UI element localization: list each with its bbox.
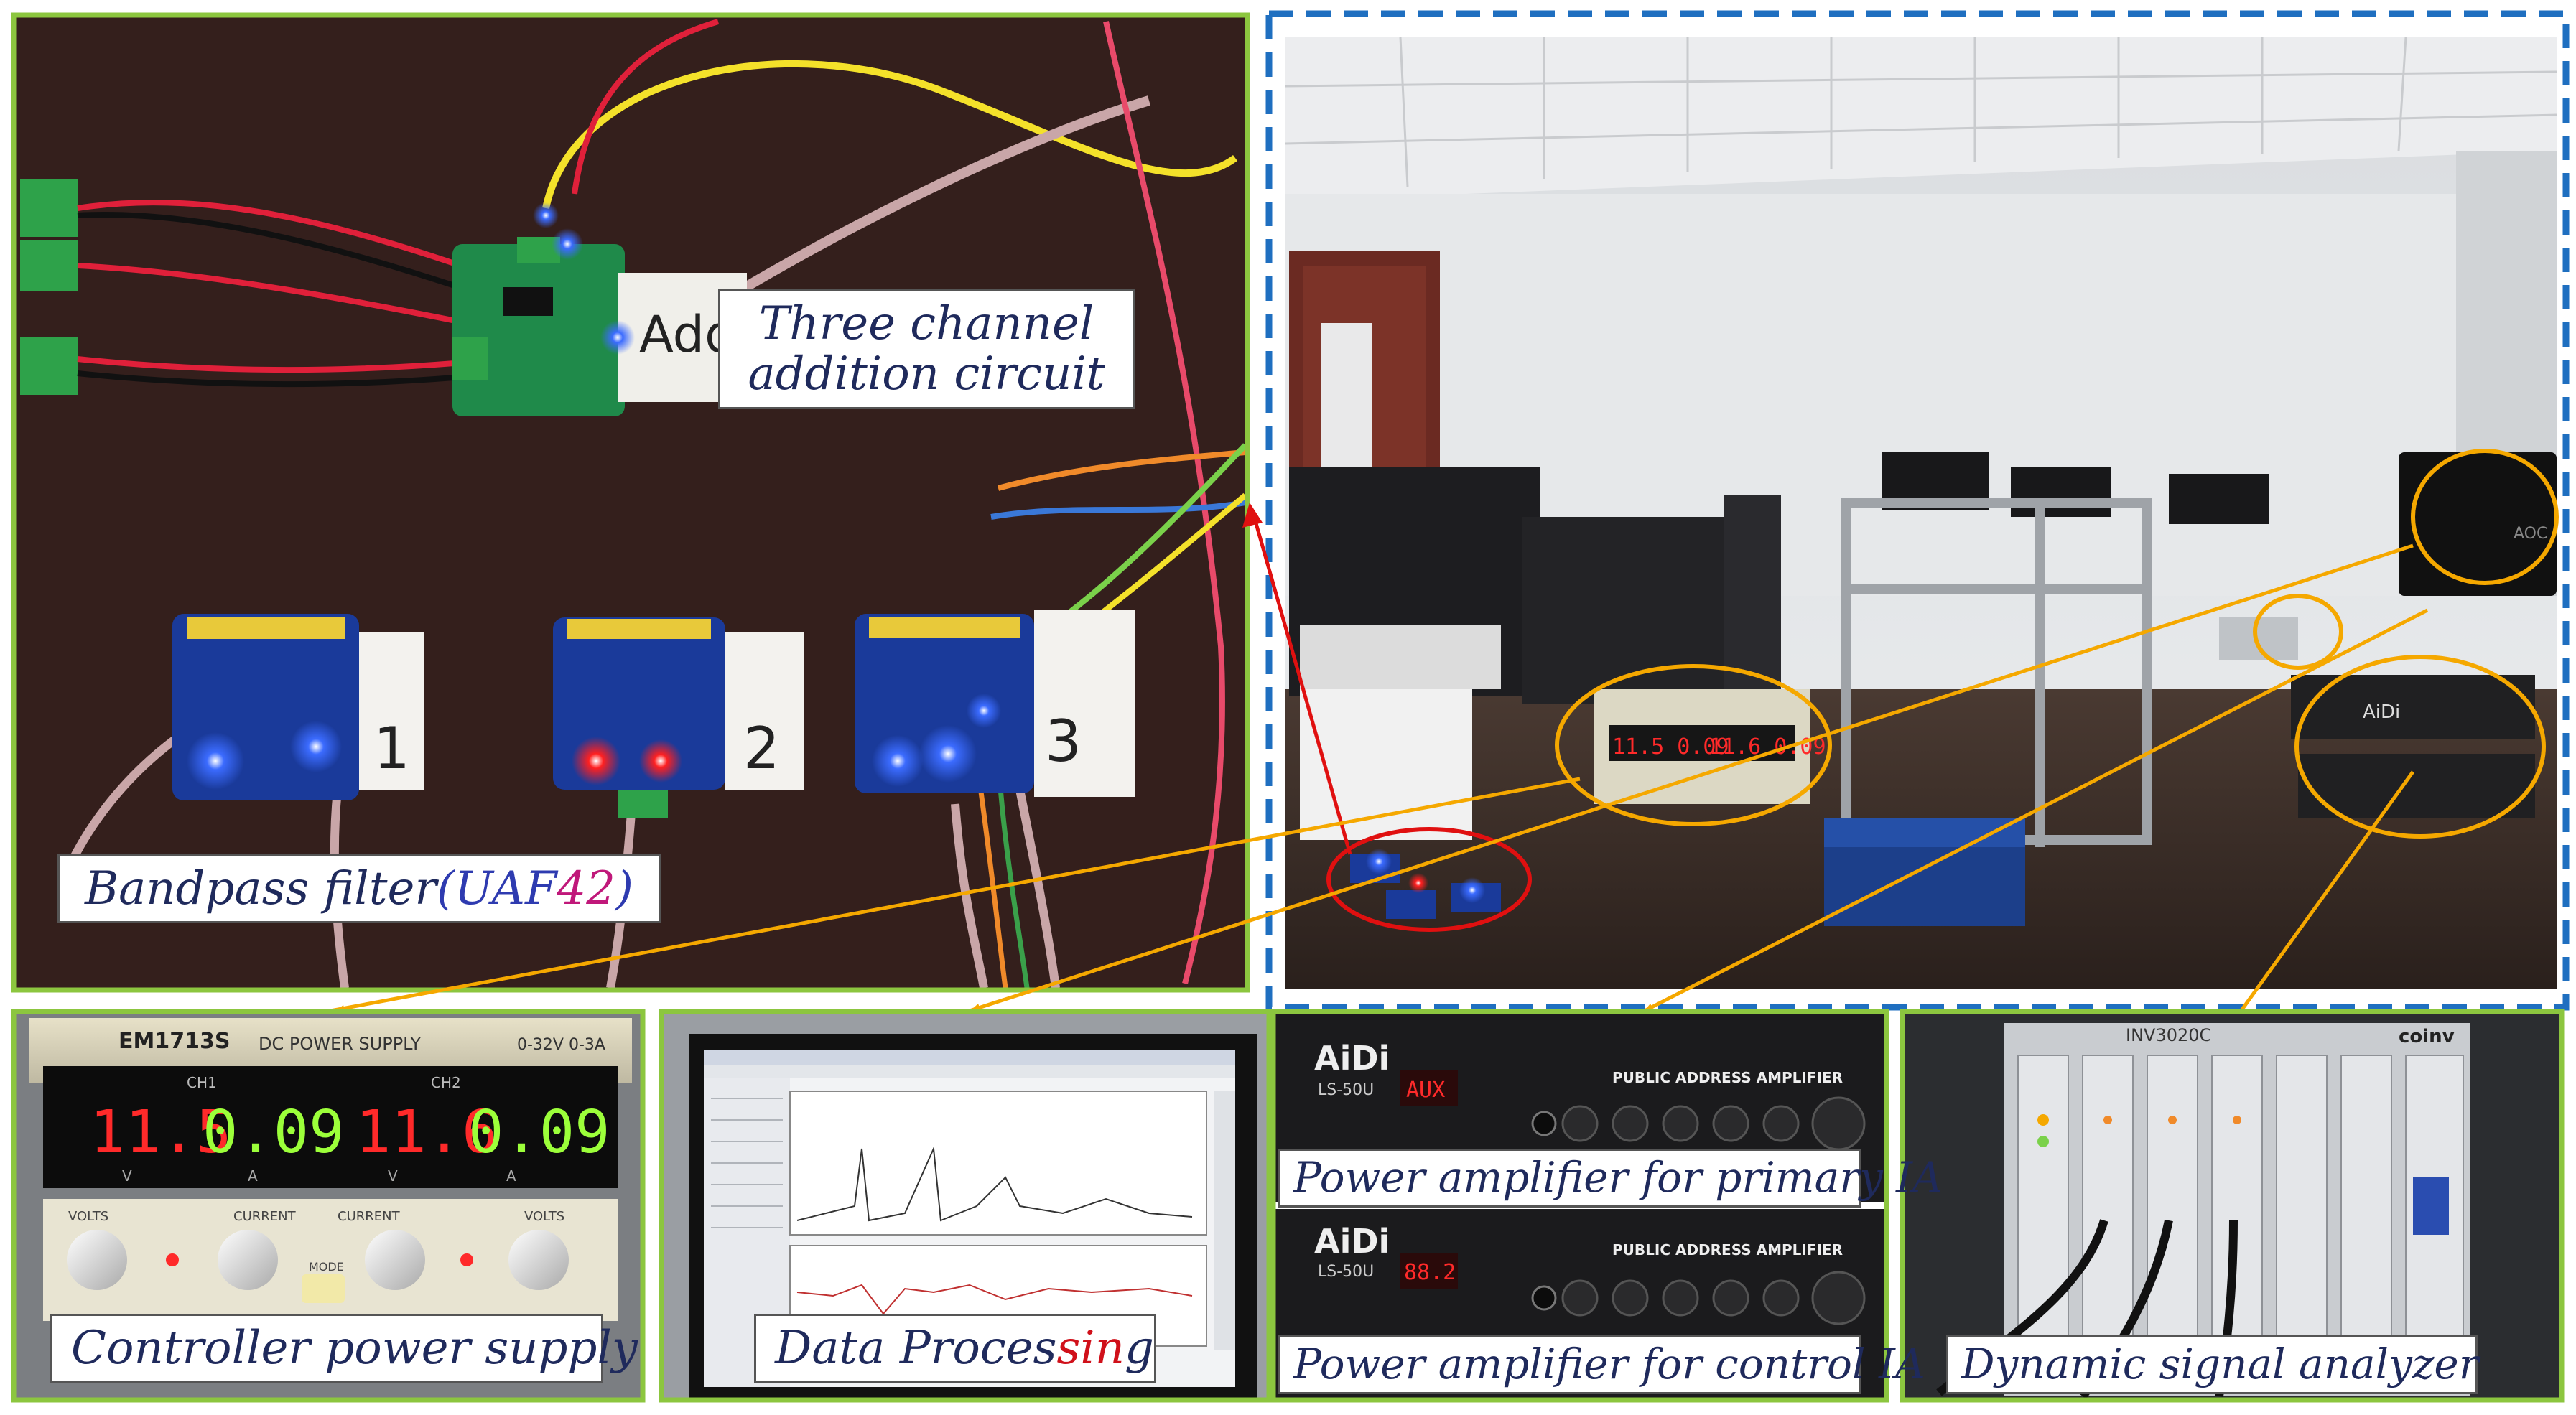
caption-bandpass-uaf: UAF [454, 862, 557, 915]
lab-psu-left-readout: 11.5 0.09 [1612, 734, 1729, 760]
psu-model: EM1713S [118, 1029, 230, 1054]
caption-amp-primary: Power amplifier for primary IA [1278, 1149, 1943, 1208]
caption-amp-control: Power amplifier for control IA [1278, 1335, 1925, 1394]
callout-circle-analyzer [2253, 594, 2343, 670]
psu-ch1-volts: 11.5 [90, 1098, 231, 1167]
amp-primary-brand: AiDi [1314, 1039, 1390, 1078]
psu-range: 0-32V 0-3A [517, 1036, 605, 1054]
callout-circle-psu [1555, 664, 1832, 826]
filter-label-2: 2 [743, 715, 780, 782]
psu-unit-a-1: A [248, 1167, 258, 1185]
psu-ch2-amps: 0.09 [468, 1098, 610, 1167]
orange-leader-lines [330, 543, 2429, 1021]
caption-addition-line2: addition circuit [748, 347, 1105, 401]
caption-data-proc-c: g [1124, 1322, 1154, 1375]
amp-control-display: 88.2 [1404, 1260, 1456, 1285]
amp-control-brand: AiDi [1314, 1222, 1390, 1261]
analyzer-model: INV3020C [2126, 1025, 2211, 1045]
psu-current-label-1: CURRENT [233, 1209, 297, 1224]
caption-data-proc-a: Data Proces [775, 1322, 1057, 1375]
filter-board-1: 1 [172, 614, 424, 800]
callout-circle-boards [1326, 827, 1532, 932]
psu-knob-4 [508, 1230, 569, 1290]
psu-mode-label: MODE [309, 1260, 344, 1274]
psu-ch2-volts: 11.6 [355, 1098, 497, 1167]
lab-amp-brand: AiDi [2363, 701, 2400, 723]
caption-signal-analyzer: Dynamic signal analyzer [1946, 1335, 2478, 1394]
psu-knob-3 [365, 1230, 425, 1290]
callout-circle-amplifiers [2294, 655, 2546, 839]
psu-ch2: CH2 [431, 1074, 461, 1091]
amp-primary-title: PUBLIC ADDRESS AMPLIFIER [1612, 1069, 1843, 1086]
filter-board-3: 3 [855, 610, 1135, 797]
psu-knob-1 [67, 1230, 127, 1290]
psu-unit-v-2: V [388, 1167, 398, 1185]
caption-addition-circuit: Three channel addition circuit [718, 289, 1135, 409]
psu-volts-label-1: VOLTS [68, 1209, 108, 1224]
caption-bandpass-filter: Bandpass filter(UAF42) [57, 854, 661, 924]
caption-bandpass-num: 42 [557, 862, 615, 915]
caption-controller-power: Controller power supply [50, 1314, 638, 1383]
lab-photo-dashed-border [1265, 10, 2570, 1011]
psu-volts-label-2: VOLTS [524, 1209, 564, 1224]
caption-bandpass-prefix: Bandpass filter [85, 862, 437, 915]
lab-photo: AOC 11.5 0.09 11.6 0.09 AiDi [1285, 37, 2557, 989]
psu-unit-a-2: A [506, 1167, 516, 1185]
psu-title: DC POWER SUPPLY [259, 1034, 421, 1054]
psu-knob-2 [218, 1230, 278, 1290]
caption-amp-primary-text: Power amplifier for primary IA [1293, 1153, 1943, 1202]
analyzer-panel-border [1900, 1009, 2565, 1403]
filter-board-2: 2 [553, 617, 804, 818]
amplifier-panel-border [1270, 1009, 1889, 1403]
caption-addition-line1: Three channel [758, 297, 1094, 350]
lab-psu-right-readout: 11.6 0.09 [1709, 734, 1826, 760]
caption-signal-analyzer-text: Dynamic signal analyzer [1961, 1340, 2479, 1388]
circuit-panel-border [11, 12, 1250, 993]
analyzer-photo: INV3020C coinv [1905, 1014, 2559, 1399]
caption-amp-control-text: Power amplifier for control IA [1293, 1340, 1925, 1388]
amp-control-model: LS-50U [1318, 1263, 1374, 1281]
psu-unit-v-1: V [122, 1167, 132, 1185]
psu-ch1-amps: 0.09 [203, 1098, 344, 1167]
analyzer-brand: coinv [2399, 1026, 2455, 1047]
amp-primary-model: LS-50U [1318, 1081, 1374, 1099]
callout-circle-monitor [2411, 449, 2559, 585]
psu-current-label-2: CURRENT [338, 1209, 401, 1224]
filter-label-3: 3 [1045, 708, 1082, 775]
red-callout-arrow [1242, 503, 1352, 855]
caption-data-proc-b: sin [1056, 1322, 1125, 1375]
filter-label-1: 1 [373, 715, 410, 782]
psu-ch1: CH1 [187, 1074, 217, 1091]
caption-controller-power-text: Controller power supply [71, 1322, 638, 1375]
data-processing-panel-border [659, 1009, 1272, 1403]
caption-bandpass-open: ( [436, 862, 455, 915]
monitor-brand: AOC [2514, 525, 2547, 543]
caption-data-processing: Data Processing [754, 1314, 1156, 1383]
amp-primary-display: AUX [1406, 1078, 1445, 1103]
circuit-boards-photo: Add 1 2 3 [16, 17, 1247, 989]
psu-panel-border [11, 1009, 646, 1403]
amp-control-title: PUBLIC ADDRESS AMPLIFIER [1612, 1241, 1843, 1258]
caption-bandpass-close: ) [615, 862, 633, 915]
